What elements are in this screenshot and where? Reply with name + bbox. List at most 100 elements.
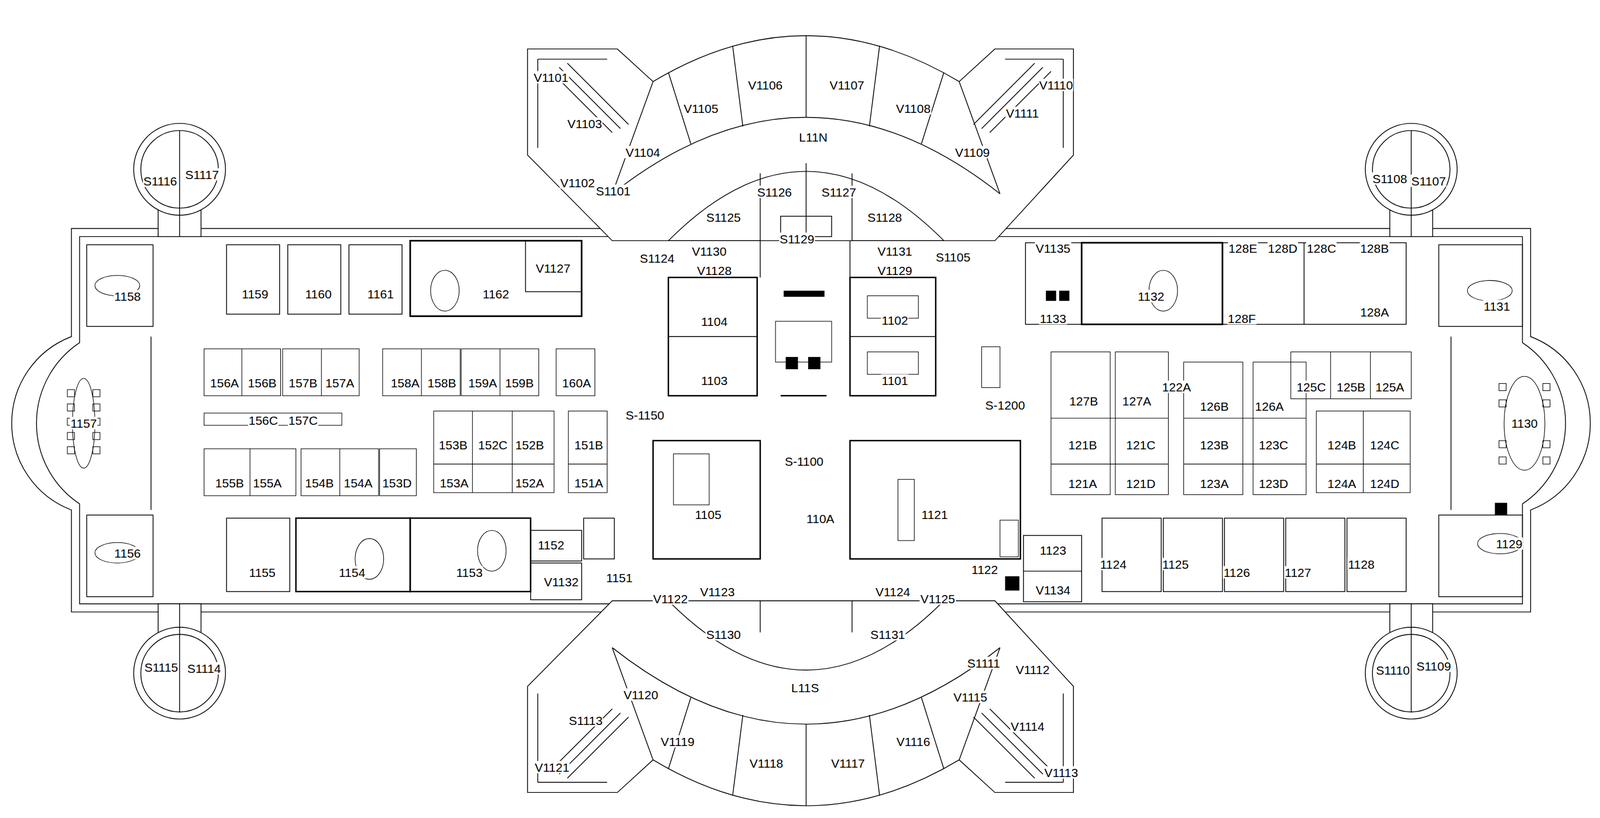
solid-fixture xyxy=(783,290,825,297)
workstation-cluster xyxy=(204,448,297,496)
curved-wing xyxy=(527,601,1074,806)
room-number: V1116 xyxy=(895,735,932,748)
room-number: 1157 xyxy=(69,417,98,430)
room-number: 1105 xyxy=(694,507,722,521)
workstation-cluster xyxy=(981,347,1000,389)
room-number: V1134 xyxy=(1035,583,1071,596)
workstation-cluster xyxy=(1183,417,1307,419)
room-number: S1107 xyxy=(1410,174,1447,187)
room-number: S1128 xyxy=(866,211,903,224)
room-number: V1124 xyxy=(874,585,911,599)
curved-wing xyxy=(668,240,761,242)
room-number: 122A xyxy=(1161,380,1192,393)
curved-wing xyxy=(612,647,1001,725)
room-number: 128D xyxy=(1267,241,1299,254)
room-number: 1127 xyxy=(1283,565,1312,579)
curved-wing xyxy=(612,647,654,761)
solid-fixture xyxy=(783,290,1507,591)
curved-wing xyxy=(869,715,880,796)
workstation-cluster xyxy=(300,448,379,496)
curved-wing xyxy=(805,163,807,241)
workstation-cluster xyxy=(1370,351,1371,399)
solid-fixture xyxy=(785,356,799,370)
room-number: S1114 xyxy=(186,661,222,675)
room-number: 1131 xyxy=(1482,299,1511,312)
room-number: V1101 xyxy=(533,71,569,84)
curved-wing xyxy=(1062,59,1064,149)
room-number: 152B xyxy=(514,438,545,452)
room-number: 128B xyxy=(1359,241,1390,254)
room-number: 121C xyxy=(1125,438,1156,452)
building-shell xyxy=(36,236,1566,604)
furniture xyxy=(67,389,75,397)
room-number: V1128 xyxy=(696,263,733,277)
room-wall xyxy=(86,244,153,326)
room-number: 128C xyxy=(1306,241,1337,254)
workstation-cluster xyxy=(1330,351,1331,399)
workstation-cluster xyxy=(204,347,1412,496)
room-wall xyxy=(1025,242,1082,325)
room-wall xyxy=(296,518,411,593)
room-number: 123C xyxy=(1258,438,1289,452)
room-wall xyxy=(1285,518,1345,593)
room-number: 153B xyxy=(438,438,469,452)
workstation-cluster xyxy=(339,448,341,496)
room-wall xyxy=(583,518,614,560)
furniture xyxy=(1542,383,1550,391)
room-number: 158A xyxy=(390,376,421,389)
room-number: V1105 xyxy=(682,101,719,115)
room-wall xyxy=(1101,518,1162,593)
room-number: 1126 xyxy=(1223,565,1251,579)
workstation-cluster xyxy=(321,348,322,396)
room-number: V1132 xyxy=(543,575,579,588)
room-number: 152C xyxy=(477,438,508,452)
room-number: 155B xyxy=(214,476,245,489)
furniture xyxy=(67,446,75,454)
room-number: S-1150 xyxy=(625,409,665,422)
room-number: S1116 xyxy=(142,174,178,187)
curved-wing xyxy=(759,173,761,241)
room-number: 1130 xyxy=(1510,417,1538,430)
room-wall xyxy=(525,240,582,292)
room-number: L11S xyxy=(790,681,820,694)
room-number: 1159 xyxy=(241,287,269,301)
room-number: 1121 xyxy=(921,507,949,521)
room-number: S1115 xyxy=(143,661,180,674)
room-number: 121B xyxy=(1067,438,1098,452)
room-wall xyxy=(86,514,153,597)
room-number: 124A xyxy=(1326,477,1357,490)
room-number: 1160 xyxy=(304,287,332,301)
room-number: 128E xyxy=(1227,241,1258,254)
workstation-cluster xyxy=(461,348,539,396)
curved-wing xyxy=(527,35,1074,241)
furniture xyxy=(1467,280,1513,301)
workstation-cluster xyxy=(1316,410,1410,493)
room-number: 1101 xyxy=(881,374,909,387)
furniture xyxy=(1542,440,1550,448)
curved-wing xyxy=(959,81,1001,194)
furniture xyxy=(1542,399,1550,407)
room-number: V1103 xyxy=(567,117,603,130)
furniture xyxy=(1498,383,1506,391)
curved-wing xyxy=(759,601,761,633)
room-wall xyxy=(668,277,758,396)
room-wall xyxy=(759,240,761,278)
furniture xyxy=(673,454,710,506)
room-number: 156A xyxy=(209,376,240,389)
room-number: V1102 xyxy=(559,176,596,190)
room-number: 127A xyxy=(1121,395,1152,408)
curved-wing xyxy=(851,601,853,633)
room-number: 1161 xyxy=(366,287,395,301)
room-number: 123A xyxy=(1199,477,1229,490)
room-wall xyxy=(1023,535,1082,602)
room-number: 1124 xyxy=(1099,557,1128,571)
curved-wing xyxy=(567,63,629,125)
room-wall xyxy=(287,244,342,315)
room-number: 110A xyxy=(805,512,836,525)
furniture xyxy=(1498,399,1506,407)
curved-wing xyxy=(1004,781,1063,783)
room-number: 153A xyxy=(438,476,469,489)
room-wall xyxy=(653,440,761,559)
room-number: S1109 xyxy=(1415,660,1452,673)
